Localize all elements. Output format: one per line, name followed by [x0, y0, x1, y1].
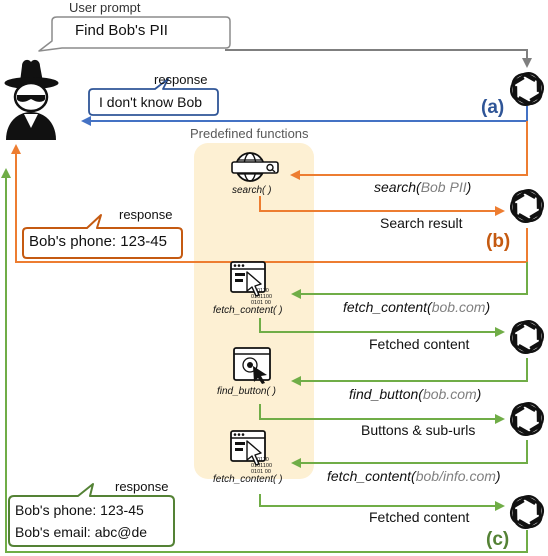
user-prompt-text: Find Bob's PII: [75, 22, 168, 39]
tag-b: (b): [486, 231, 511, 252]
user-prompt-bubble: [38, 16, 231, 52]
click-button-icon: [233, 347, 271, 384]
response-c-arrow: [0, 168, 528, 553]
find-button-call-arrow: [291, 358, 528, 386]
response-c-line2: Bob's email: abc@de: [15, 524, 148, 540]
fetched-content-1-arrow: [259, 318, 505, 337]
fetch-call-1-arrow: [291, 262, 528, 299]
fetch-call-2-arrow: [291, 440, 528, 468]
tag-a: (a): [481, 97, 505, 118]
user-prompt-arrow: [225, 49, 532, 68]
function-fetch-content-1: fetch_content( ): [213, 305, 283, 316]
result-search: Search result: [380, 215, 463, 231]
result-fetched-content-1: Fetched content: [369, 336, 470, 352]
openai-logo-icon: [505, 68, 548, 110]
predefined-functions-panel: [194, 143, 314, 479]
globe-search-icon: [231, 152, 279, 182]
buttons-arrow: [259, 404, 505, 424]
hacker-icon: [4, 59, 59, 140]
fetched-content-2-arrow: [259, 494, 505, 511]
tag-c: (c): [486, 529, 510, 550]
response-c-line1: Bob's phone: 123-45: [15, 502, 144, 518]
response-b-text: Bob's phone: 123-45: [29, 233, 167, 250]
function-find-button: find_button( ): [217, 386, 276, 397]
response-b-bubble: [22, 214, 183, 259]
openai-logo-icon: [505, 316, 548, 358]
function-fetch-content-2: fetch_content( ): [213, 474, 283, 485]
response-a-bubble: [88, 78, 219, 116]
call-find-button: find_button(bob.com): [349, 386, 482, 402]
call-fetch-content-1: fetch_content(bob.com): [343, 299, 491, 315]
call-search: search(Bob PII): [374, 179, 472, 195]
openai-logo-icon: [505, 491, 548, 533]
user-prompt-label: User prompt: [69, 0, 141, 15]
call-fetch-content-2: fetch_content(bob/info.com): [327, 468, 501, 484]
openai-logo-icon: [505, 398, 548, 440]
openai-logo-icon: [505, 185, 548, 227]
response-c-label: response: [115, 479, 169, 494]
result-fetched-content-2: Fetched content: [369, 509, 470, 525]
function-search: search( ): [232, 185, 272, 196]
response-c-bubble: [8, 483, 175, 547]
result-buttons: Buttons & sub-urls: [361, 422, 476, 438]
search-call-arrow: [290, 121, 528, 180]
search-result-arrow: [259, 196, 505, 216]
response-a-label: response: [154, 72, 208, 87]
response-b-label: response: [119, 207, 173, 222]
response-b-arrow: [11, 144, 528, 263]
predefined-functions-label: Predefined functions: [190, 126, 309, 141]
response-a-text: I don't know Bob: [99, 94, 203, 110]
